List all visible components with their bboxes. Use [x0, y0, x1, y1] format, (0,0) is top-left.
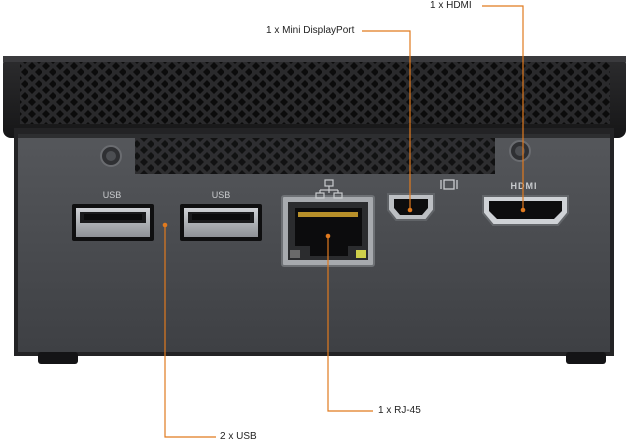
- screw-left-icon: [100, 145, 122, 167]
- foot-left: [38, 352, 78, 364]
- leader-lines: [162, 5, 526, 438]
- hdmi-logo: HDMI: [511, 181, 538, 191]
- callout-usb: 2 x USB: [220, 431, 257, 442]
- callout-rj45: 1 x RJ-45: [378, 405, 421, 416]
- leader-minidp-dot: [407, 207, 413, 213]
- leader-hdmi: [482, 5, 524, 210]
- usb-port-left: [72, 204, 154, 241]
- hdmi-port: [482, 195, 569, 226]
- leader-rj45: [327, 236, 373, 412]
- leader-usb: [164, 225, 216, 438]
- callout-hdmi: 1 x HDMI: [430, 0, 472, 11]
- displayport-icon: [440, 179, 458, 190]
- leader-hdmi-dot: [520, 207, 526, 213]
- screw-right-icon: [509, 140, 531, 162]
- leader-usb-dot: [162, 222, 168, 228]
- usb-port-right: [180, 204, 262, 241]
- usb-label-left: USB: [103, 190, 122, 200]
- foot-right: [566, 352, 606, 364]
- leader-rj45-dot: [325, 233, 331, 239]
- top-cover: [3, 56, 626, 138]
- leader-minidp: [362, 30, 411, 210]
- usb-label-right: USB: [212, 190, 231, 200]
- network-icon: [315, 179, 343, 199]
- callout-mini-displayport: 1 x Mini DisplayPort: [266, 25, 355, 36]
- mini-displayport-port: [387, 193, 435, 221]
